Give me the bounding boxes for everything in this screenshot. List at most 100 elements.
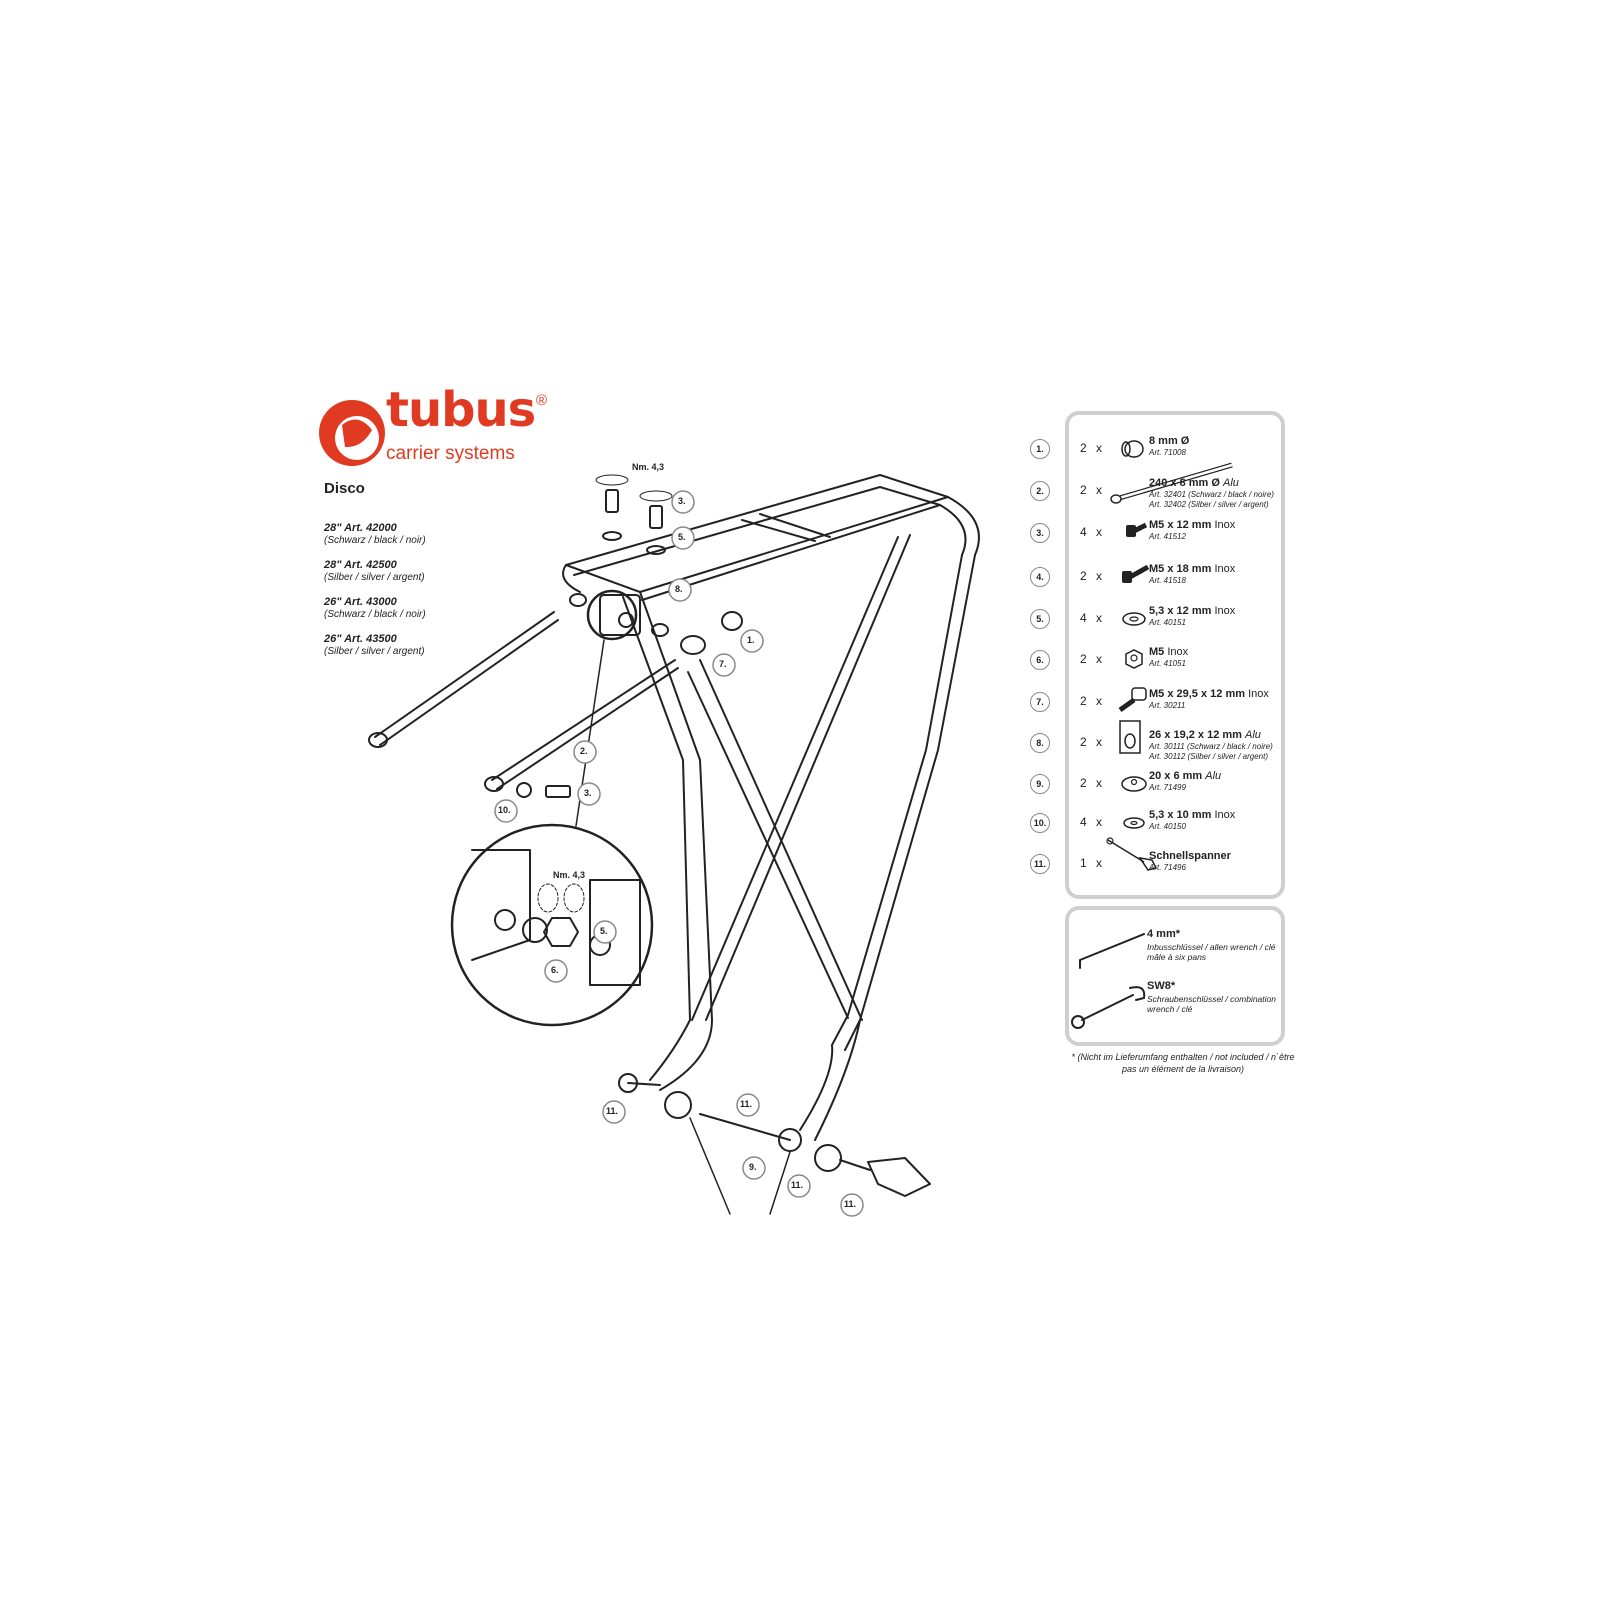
part-material: Inox <box>1214 563 1236 575</box>
part-article: Art. 71008 <box>1149 448 1186 457</box>
eye-bolt-icon <box>1118 687 1147 713</box>
callout-9: 9. <box>749 1162 757 1172</box>
variant-list: 28" Art. 42000 (Schwarz / black / noir) … <box>324 522 484 670</box>
washer-icon <box>1122 612 1146 626</box>
brand-name: tubus <box>386 382 536 438</box>
tools-panel <box>1065 906 1285 1046</box>
footnote: * (Nicht im Lieferumfang enthalten / not… <box>1071 1052 1295 1074</box>
part-articles: Art. 30211 <box>1149 701 1185 711</box>
strut-rod-left <box>368 611 559 748</box>
tubus-logo-icon <box>319 400 385 466</box>
part-number: 4. <box>1030 567 1050 587</box>
tool-item: 4 mm* Inbusschlüssel / allen wrench / cl… <box>1072 928 1277 978</box>
callout-8: 8. <box>675 584 683 594</box>
part-number: 9. <box>1030 774 1050 794</box>
small-washer-icon <box>1123 817 1145 829</box>
part-multiplier: x <box>1096 525 1102 539</box>
brand-tagline: carrier systems <box>386 443 515 464</box>
part-number: 6. <box>1030 650 1050 670</box>
callout-5b: 5. <box>600 926 608 936</box>
part-article: Art. 30211 <box>1149 701 1186 710</box>
variant-art: 26" Art. 43000 <box>324 596 397 608</box>
tool-item: SW8* Schraubenschlüssel / combination wr… <box>1072 980 1277 1030</box>
variant-art: 26" Art. 43500 <box>324 633 397 645</box>
callout-6: 6. <box>551 965 559 975</box>
part-name: 240 x 8 mm Ø Alu <box>1149 477 1239 489</box>
mount-bracket <box>569 593 743 655</box>
part-quantity: 2 <box>1080 694 1087 708</box>
variant-item: 26" Art. 43000 (Schwarz / black / noir) <box>324 596 484 633</box>
part-number: 2. <box>1030 481 1050 501</box>
part-articles: Art. 41512 <box>1149 532 1186 542</box>
rack-rear-leg <box>799 554 976 1141</box>
spacer-disc-icon <box>1121 776 1147 792</box>
combination-wrench-icon <box>1071 986 1146 1029</box>
top-bolts <box>595 474 673 555</box>
part-size: 5,3 x 12 mm <box>1149 605 1212 617</box>
part-size: Schnellspanner <box>1149 850 1231 862</box>
part-article: Art. 32401 (Schwarz / black / noire) <box>1149 490 1274 499</box>
model-name: Disco <box>324 480 365 497</box>
part-size: M5 x 12 mm <box>1149 519 1212 531</box>
strut-rod-icon <box>1110 462 1233 504</box>
part-name: M5 Inox <box>1149 646 1188 658</box>
part-name: 20 x 6 mm Alu <box>1149 770 1221 782</box>
part-quantity: 2 <box>1080 441 1087 455</box>
part-multiplier: x <box>1096 776 1102 790</box>
part-multiplier: x <box>1096 735 1102 749</box>
part-quantity: 2 <box>1080 483 1087 497</box>
tool-name: 4 mm* <box>1147 928 1181 940</box>
part-articles: Art. 41518 <box>1149 576 1186 586</box>
part-name: 5,3 x 10 mm Inox <box>1149 809 1235 821</box>
tool-name: SW8* <box>1147 980 1176 992</box>
variant-item: 26" Art. 43500 (Silber / silver / argent… <box>324 633 484 670</box>
part-number: 1. <box>1030 439 1050 459</box>
part-number: 8. <box>1030 733 1050 753</box>
bolt-short-icon <box>1126 522 1148 537</box>
tool-description: Schraubenschlüssel / combination wrench … <box>1147 994 1276 1014</box>
part-article: Art. 41051 <box>1149 659 1186 668</box>
part-size: M5 x 29,5 x 12 mm <box>1149 688 1246 700</box>
parts-list-panel <box>1065 411 1285 899</box>
part-article: Art. 40151 <box>1149 618 1186 627</box>
bracket-icon <box>1119 720 1141 754</box>
quick-release-icon <box>1106 837 1158 871</box>
part-material: Alu <box>1205 770 1222 782</box>
part-name: 26 x 19,2 x 12 mm Alu <box>1149 729 1261 741</box>
variant-art: 28" Art. 42000 <box>324 522 397 534</box>
part-name: 8 mm Ø <box>1149 435 1189 447</box>
part-size: 5,3 x 10 mm <box>1149 809 1212 821</box>
part-article: Art. 41518 <box>1149 576 1186 585</box>
part-articles: Art. 40150 <box>1149 822 1186 832</box>
variant-item: 28" Art. 42000 (Schwarz / black / noir) <box>324 522 484 559</box>
part-multiplier: x <box>1096 611 1102 625</box>
part-number: 11. <box>1030 854 1050 874</box>
part-quantity: 4 <box>1080 611 1087 625</box>
nut-icon <box>1125 649 1143 669</box>
part-material: Inox <box>1214 809 1236 821</box>
part-articles: Art. 71496 <box>1149 863 1186 873</box>
variant-color: (Silber / silver / argent) <box>324 646 425 657</box>
variant-color: (Schwarz / black / noir) <box>324 535 426 546</box>
part-size: 26 x 19,2 x 12 mm <box>1149 729 1242 741</box>
part-multiplier: x <box>1096 856 1102 870</box>
part-article: Art. 30112 (Silber / silver / argent) <box>1149 752 1269 761</box>
quick-release-assembly <box>618 1073 931 1215</box>
detail-magnifier <box>586 589 638 641</box>
strut-bolt <box>516 782 571 798</box>
part-multiplier: x <box>1096 652 1102 666</box>
part-material: Inox <box>1248 688 1269 700</box>
part-number: 10. <box>1030 813 1050 833</box>
callout-3b: 3. <box>584 788 592 798</box>
part-size: 8 mm Ø <box>1149 435 1190 447</box>
callout-2: 2. <box>580 746 588 756</box>
part-article: Art. 71499 <box>1149 783 1186 792</box>
